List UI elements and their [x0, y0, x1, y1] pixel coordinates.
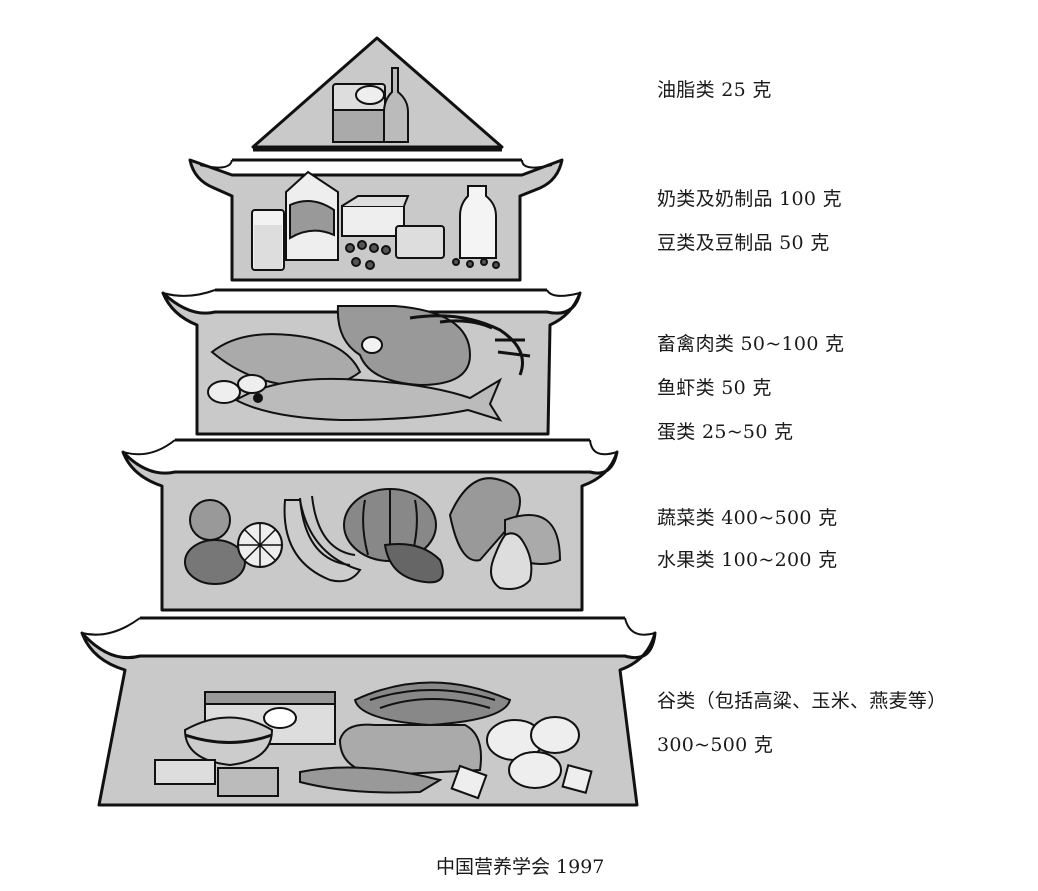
tier-fruits-label-2: 水果类 100~200 克: [657, 549, 838, 571]
cheese-block-icon: [341, 205, 405, 237]
leafy-greens-icon: [448, 477, 521, 562]
apple-icon: [189, 499, 231, 541]
tier-meat-label-1: 畜禽肉类 50~100 克: [657, 333, 845, 355]
tier-beans-label-2: 豆类及豆制品 50 克: [657, 232, 830, 254]
tier-eggs-label-3: 蛋类 25~50 克: [657, 421, 794, 443]
bread-loaf-icon: [338, 723, 482, 777]
fish-icon: [233, 377, 503, 422]
tier-vegetables-label-1: 蔬菜类 400~500 克: [657, 507, 838, 529]
tier-oils-label-1: 油脂类 25 克: [657, 79, 772, 101]
egg-icon: [207, 380, 241, 404]
tier-grains-label-1: 谷类（包括高粱、玉米、燕麦等）: [657, 690, 947, 712]
tofu-icon: [395, 225, 445, 259]
corn-icon: [299, 766, 443, 794]
milk-bottle-icon: [459, 185, 497, 259]
pepper-icon: [383, 543, 444, 584]
butter-tub-icon: [355, 85, 385, 105]
beans-icon: [345, 240, 500, 270]
pear-icon: [490, 532, 533, 590]
source-caption: 中国营养学会 1997: [436, 856, 605, 878]
tier-dairy-label-1: 奶类及奶制品 100 克: [657, 188, 842, 210]
oil-bottle-icon: [383, 67, 409, 143]
lobster-icon: [409, 314, 531, 376]
buns-icon: [486, 716, 580, 789]
tier-fish-label-2: 鱼虾类 50 克: [657, 377, 772, 399]
chicken-icon: [210, 333, 362, 388]
tier-grains-label-2: 300~500 克: [657, 734, 774, 756]
